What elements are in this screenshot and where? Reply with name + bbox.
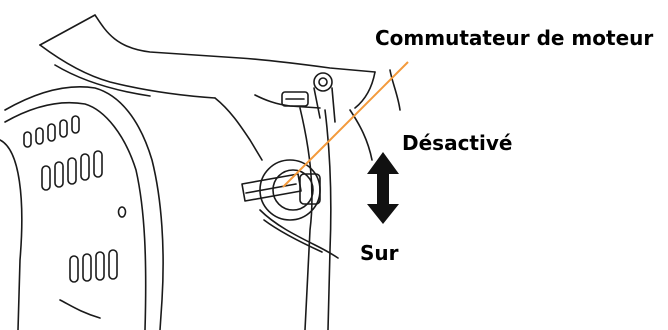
engine-switch <box>242 160 338 258</box>
engine-switch-label: Commutateur de moteur <box>375 28 653 48</box>
housing-screw <box>119 207 126 217</box>
off-position-label: Désactivé <box>402 133 512 153</box>
rear-housing-bottom <box>60 300 100 318</box>
rear-housing-outer <box>5 87 163 330</box>
body-vertical-edge <box>300 108 312 330</box>
upper-knob <box>314 73 332 91</box>
upper-knob-rod <box>314 88 320 118</box>
vent-slots <box>24 116 117 282</box>
upper-knob-rod-2 <box>332 88 335 122</box>
upper-knob-center <box>319 78 327 86</box>
cover-top-outline <box>40 15 375 72</box>
rear-housing-edge <box>0 140 22 330</box>
double-vertical-arrow-icon <box>367 152 399 224</box>
on-position-label: Sur <box>360 243 399 263</box>
body-ridge <box>215 98 262 160</box>
